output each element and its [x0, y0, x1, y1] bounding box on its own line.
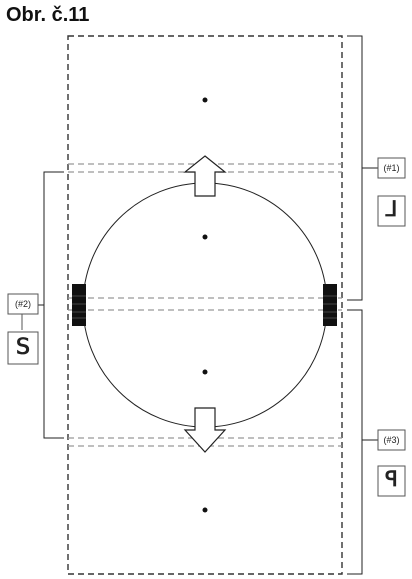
bracket-1: [347, 35, 378, 301]
main-circle: [82, 182, 328, 428]
callout-1-label: (#1): [383, 163, 400, 173]
up-arrow-icon: [183, 155, 227, 197]
callout-1-glyph-box: [377, 195, 406, 227]
outer-dashed-frame: [67, 35, 343, 575]
center-dot-1: [202, 97, 208, 103]
center-dot-2: [202, 234, 208, 240]
callout-2-glyph-box: [7, 331, 39, 365]
center-dot-3: [202, 369, 208, 375]
callout-1-label-box: [377, 157, 406, 179]
figure-title: Obr. č.11: [6, 4, 90, 26]
callout-3-label-box: [377, 429, 406, 451]
center-dot-4: [202, 507, 208, 513]
callout-2-glyph: ꓢ: [16, 334, 30, 359]
callout-3-glyph-box: [377, 465, 406, 497]
bracket-3: [347, 309, 378, 575]
callout-2-label-box: [7, 293, 39, 315]
right-side-band: [323, 284, 337, 326]
left-side-band: [72, 284, 86, 326]
callout-2-label: (#2): [14, 299, 31, 309]
callout-3-glyph: ꟼ: [385, 468, 398, 491]
down-arrow-icon: [183, 407, 227, 453]
callout-3-label: (#3): [383, 435, 400, 445]
callout-1-glyph: ⅃: [385, 198, 398, 221]
bracket-2: [38, 171, 64, 439]
